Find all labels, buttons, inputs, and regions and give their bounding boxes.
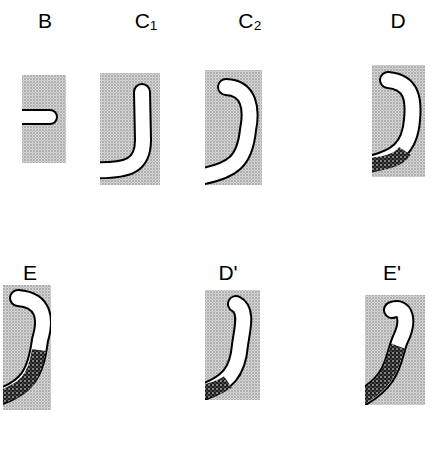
stage-d-prime [205,290,260,400]
panel-label: B [38,10,52,31]
panel-label: E' [383,262,401,283]
stage-c2 [205,70,262,185]
panel-label: E [23,262,37,283]
panel-label: D [390,10,405,31]
panel-label: D' [218,262,237,283]
stage-e [3,285,51,410]
stage-b [22,75,66,163]
stage-c1 [100,73,160,185]
panel-label: C₂ [238,10,261,31]
stage-d [372,65,425,177]
panel-label: C₁ [135,10,157,31]
stage-e-prime [365,295,425,405]
